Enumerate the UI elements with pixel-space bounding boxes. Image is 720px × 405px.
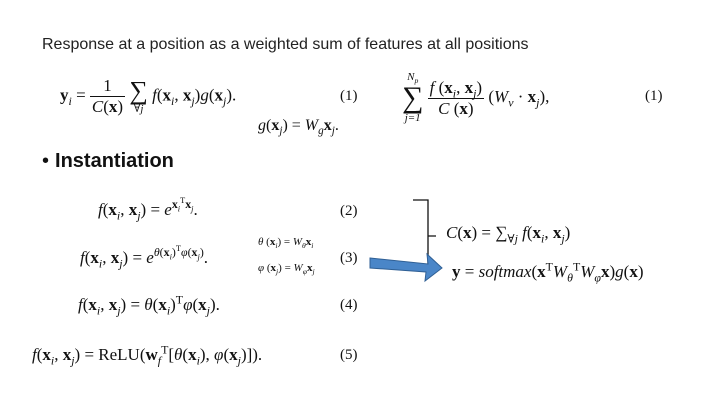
equation-theta: θ (xi) = Wθxi: [258, 236, 314, 251]
equation-5-number: (5): [340, 347, 358, 363]
equation-1b-number: (1): [645, 88, 663, 104]
arrow-icon: [369, 252, 443, 283]
softmax-label: softmax: [478, 262, 532, 281]
equation-1-number: (1): [340, 88, 358, 104]
slide-heading: Response at a position as a weighted sum…: [42, 36, 529, 53]
equation-2-number: (2): [340, 203, 358, 219]
equation-phi: φ (xj) = Wφxj: [258, 262, 315, 277]
equation-g: g(xj) = Wgxj.: [258, 117, 339, 138]
equation-4-number: (4): [340, 297, 358, 313]
equation-3: f(xi, xj) = eθ(xi)Tφ(xj).: [80, 244, 209, 271]
equation-3-number: (3): [340, 250, 358, 266]
bullet-text: Instantiation: [55, 150, 174, 172]
equation-softmax: y = softmax(xTWθTWφx)g(x): [452, 259, 644, 285]
equation-2: f(xi, xj) = exiTxj.: [98, 196, 198, 223]
right-brace: [413, 199, 436, 267]
equation-1-right: Np∑j=1 f (xi, xj)C (x) (Wv · xj),: [402, 71, 550, 124]
equation-5: f(xi, xj) = ReLU(wfT[θ(xi), φ(xj)]).: [32, 342, 263, 368]
bullet-marker: •: [42, 150, 50, 172]
relu-label: ReLU: [98, 345, 140, 364]
instantiation-bullet: •Instantiation: [42, 150, 174, 173]
equation-cx: C(x) = ∑∀j f(xi, xj): [446, 223, 571, 246]
equation-4: f(xi, xj) = θ(xi)Tφ(xj).: [78, 292, 220, 318]
